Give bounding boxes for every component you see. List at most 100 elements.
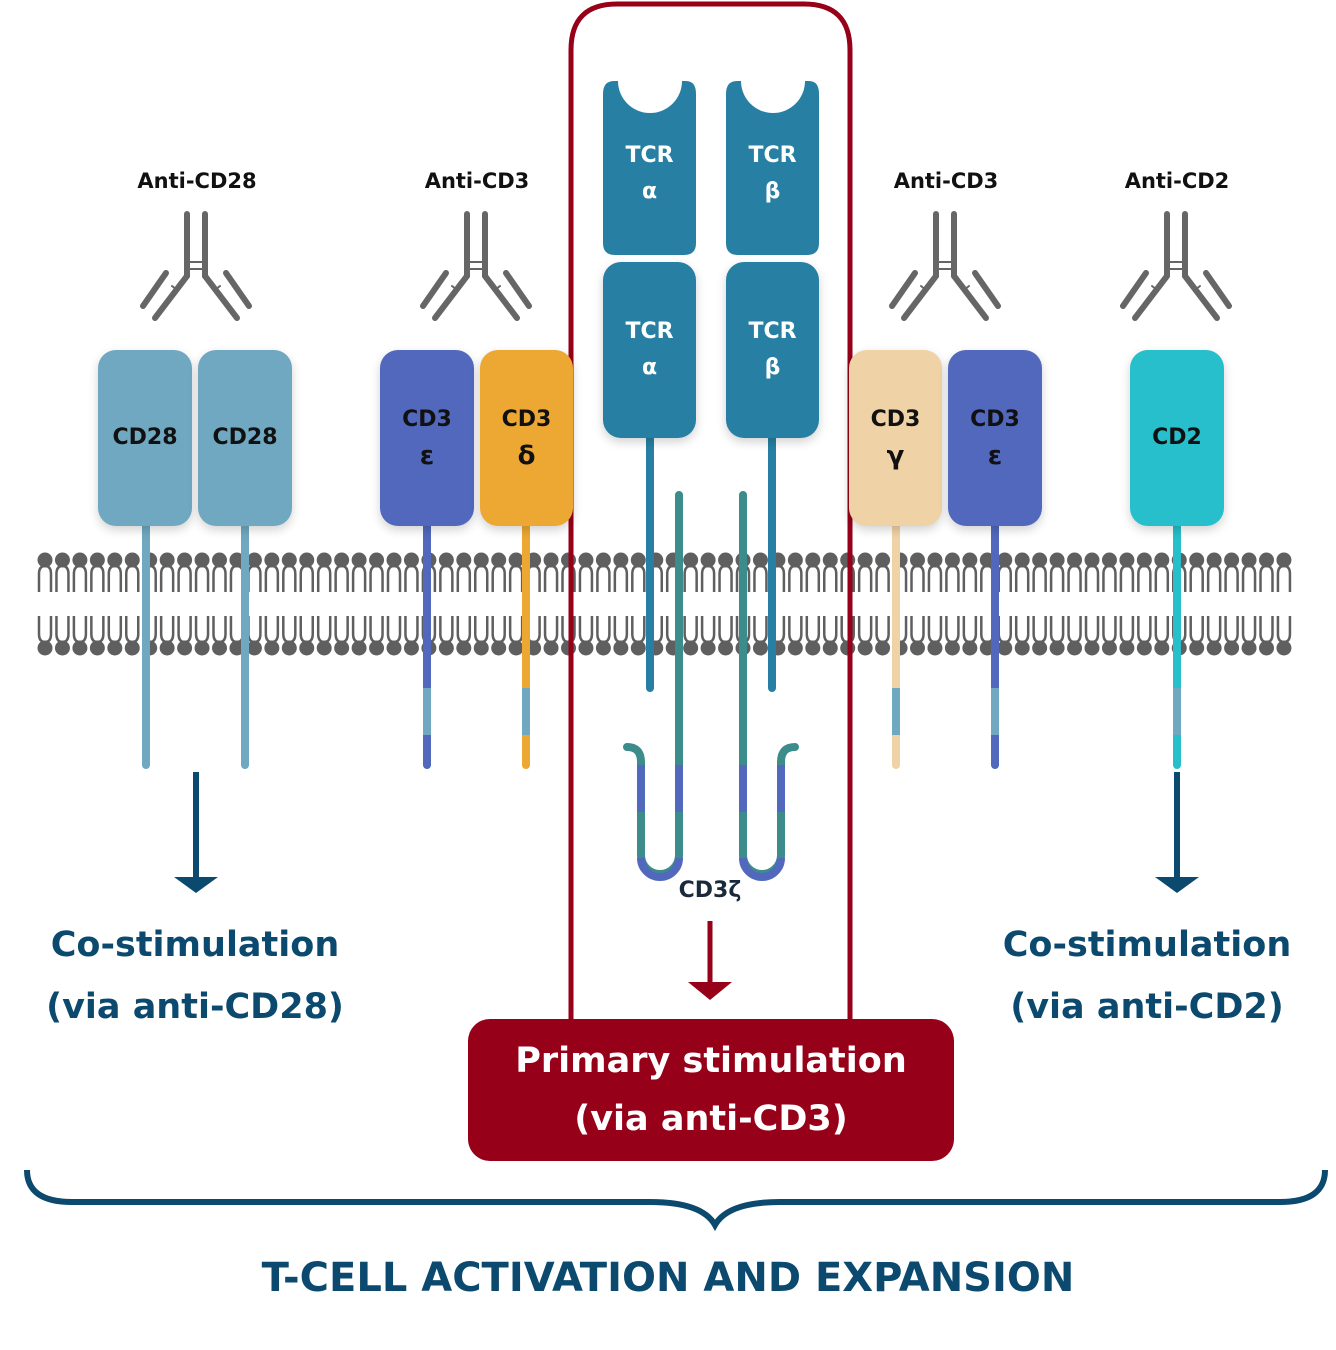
antibody-label-anti-cd3-right: Anti-CD3 bbox=[893, 169, 999, 193]
lipid-tail bbox=[631, 616, 646, 644]
receptor-label: CD3 bbox=[402, 407, 452, 432]
lipid-tail bbox=[1189, 564, 1204, 592]
lipid-tail bbox=[927, 616, 943, 644]
lipid-head bbox=[177, 640, 193, 656]
receptor-cd28-left: CD28 bbox=[98, 350, 192, 526]
arrows bbox=[174, 772, 1199, 1000]
receptor-greek-label: ε bbox=[419, 441, 435, 471]
lipid-head bbox=[1119, 552, 1135, 568]
lipid-tail bbox=[823, 564, 838, 592]
lipid-tail bbox=[247, 564, 262, 592]
antibody-icon bbox=[1120, 211, 1232, 321]
lipid-head bbox=[910, 552, 925, 568]
lipid-head bbox=[212, 640, 227, 656]
lipid-tail bbox=[334, 616, 349, 644]
antibody-label-anti-cd28: Anti-CD28 bbox=[137, 169, 257, 193]
lipid-head bbox=[212, 552, 227, 568]
lipid-tail bbox=[37, 564, 53, 592]
lipid-head bbox=[1014, 552, 1030, 568]
lipid-tail bbox=[1102, 564, 1117, 592]
lipid-head bbox=[491, 640, 507, 656]
lipid-head bbox=[927, 640, 943, 656]
lipid-head bbox=[281, 552, 297, 568]
lipid-tail bbox=[282, 564, 297, 592]
lipid-tail bbox=[386, 616, 402, 644]
lipid-tail bbox=[177, 564, 192, 592]
lipid-head bbox=[473, 640, 489, 656]
primary-stimulation-box: Primary stimulation (via anti-CD3) bbox=[468, 1019, 954, 1161]
lipid-head bbox=[787, 640, 803, 656]
lipid-head bbox=[54, 552, 70, 568]
lipid-tail bbox=[718, 564, 733, 592]
lipid-head bbox=[805, 552, 821, 568]
lipid-tail bbox=[90, 616, 105, 644]
lipid-tail bbox=[613, 616, 629, 644]
lipid-head bbox=[89, 640, 105, 656]
lipid-head bbox=[578, 552, 594, 568]
lipid-head bbox=[1259, 640, 1274, 656]
lipid-head bbox=[962, 640, 978, 656]
lipid-head bbox=[246, 640, 262, 656]
lipid-head bbox=[683, 640, 699, 656]
lipid-head bbox=[752, 640, 768, 656]
lipid-tail bbox=[37, 616, 53, 644]
lipid-head bbox=[875, 640, 891, 656]
lipid-tail bbox=[474, 616, 489, 644]
lipid-tail bbox=[1119, 564, 1135, 592]
lipid-head bbox=[1154, 552, 1170, 568]
lipid-head bbox=[334, 552, 350, 568]
lipid-bilayer-membrane bbox=[37, 552, 1292, 656]
lipid-head bbox=[246, 552, 262, 568]
lipid-head bbox=[299, 640, 315, 656]
lipid-tail bbox=[491, 616, 506, 644]
lipid-tail bbox=[997, 564, 1012, 592]
lipid-head bbox=[1259, 552, 1274, 568]
outcome-line: (via anti-CD2) bbox=[1010, 987, 1284, 1027]
lipid-head bbox=[299, 552, 315, 568]
lipid-tail bbox=[212, 564, 227, 592]
lipid-head bbox=[403, 640, 419, 656]
lipid-tail bbox=[1067, 564, 1082, 592]
lipid-tail bbox=[578, 616, 594, 644]
lipid-tail bbox=[491, 564, 506, 592]
tcr-top-domains bbox=[603, 81, 819, 255]
antibody-label-anti-cd2: Anti-CD2 bbox=[1124, 169, 1230, 193]
lipid-head bbox=[944, 640, 960, 656]
arrow-down-icon bbox=[1155, 772, 1199, 893]
lipid-head bbox=[1049, 640, 1065, 656]
receptor-tcr-alpha-bottom: TCR α bbox=[603, 262, 696, 438]
lipid-head bbox=[37, 640, 53, 656]
tcr-beta-top-label: TCR β bbox=[726, 138, 819, 218]
lipid-tail bbox=[1224, 616, 1239, 644]
receptor-label: TCR bbox=[748, 319, 797, 344]
transmembrane-tails bbox=[142, 426, 1181, 769]
lipid-tail bbox=[194, 616, 210, 644]
receptor-cd3-gamma: CD3 γ bbox=[849, 350, 942, 526]
lipid-tail bbox=[945, 564, 960, 592]
lipid-head bbox=[1206, 640, 1222, 656]
outcome-line: (via anti-CD28) bbox=[46, 987, 344, 1027]
lipid-tail bbox=[316, 616, 332, 644]
lipid-head bbox=[369, 552, 385, 568]
lipid-head bbox=[438, 640, 454, 656]
lipid-head bbox=[107, 552, 123, 568]
lipid-tail bbox=[543, 564, 559, 592]
lipid-tail bbox=[212, 616, 227, 644]
lipid-tail bbox=[1259, 564, 1274, 592]
receptor-greek-label: γ bbox=[886, 441, 905, 471]
lipid-tail bbox=[683, 564, 698, 592]
lipid-head bbox=[875, 552, 891, 568]
lipid-tail bbox=[910, 616, 925, 644]
lipid-head bbox=[1084, 552, 1100, 568]
lipid-tail bbox=[247, 616, 262, 644]
lipid-tail bbox=[875, 564, 890, 592]
lipid-tail bbox=[788, 564, 803, 592]
antibody-icon bbox=[420, 211, 532, 321]
tcr-beta-top-domain bbox=[726, 81, 819, 255]
lipid-head bbox=[386, 640, 402, 656]
lipid-head bbox=[508, 640, 524, 656]
lipid-head bbox=[351, 552, 367, 568]
lipid-tail bbox=[107, 564, 123, 592]
lipid-head bbox=[1224, 640, 1240, 656]
